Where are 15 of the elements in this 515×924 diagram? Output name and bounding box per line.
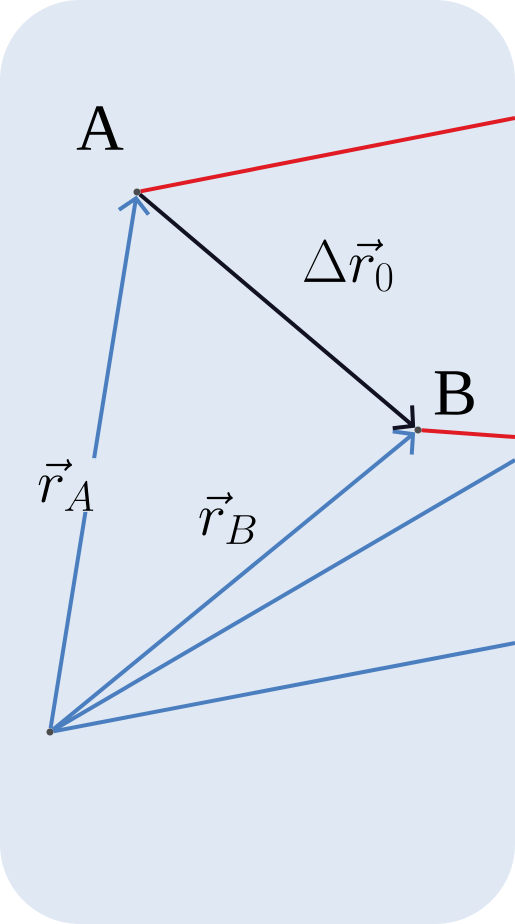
- vector-arrow: [138, 192, 416, 430]
- vector-arrow: [48, 196, 150, 729]
- line: [53, 641, 515, 734]
- vector-label: $\vec{r}_A$: [36, 458, 96, 512]
- vector-point: [46, 728, 54, 736]
- line: [52, 458, 515, 732]
- point-label: B: [434, 371, 474, 415]
- line: [422, 428, 515, 439]
- vector-label: $\vec{r}_B$: [196, 491, 260, 545]
- point-label: A: [76, 106, 124, 150]
- vector-label: $\Delta\vec{r}_0$: [300, 238, 396, 292]
- vector-point: [134, 188, 140, 196]
- vector-point: [414, 426, 422, 434]
- line: [140, 116, 515, 194]
- vector-arrow: [52, 429, 416, 732]
